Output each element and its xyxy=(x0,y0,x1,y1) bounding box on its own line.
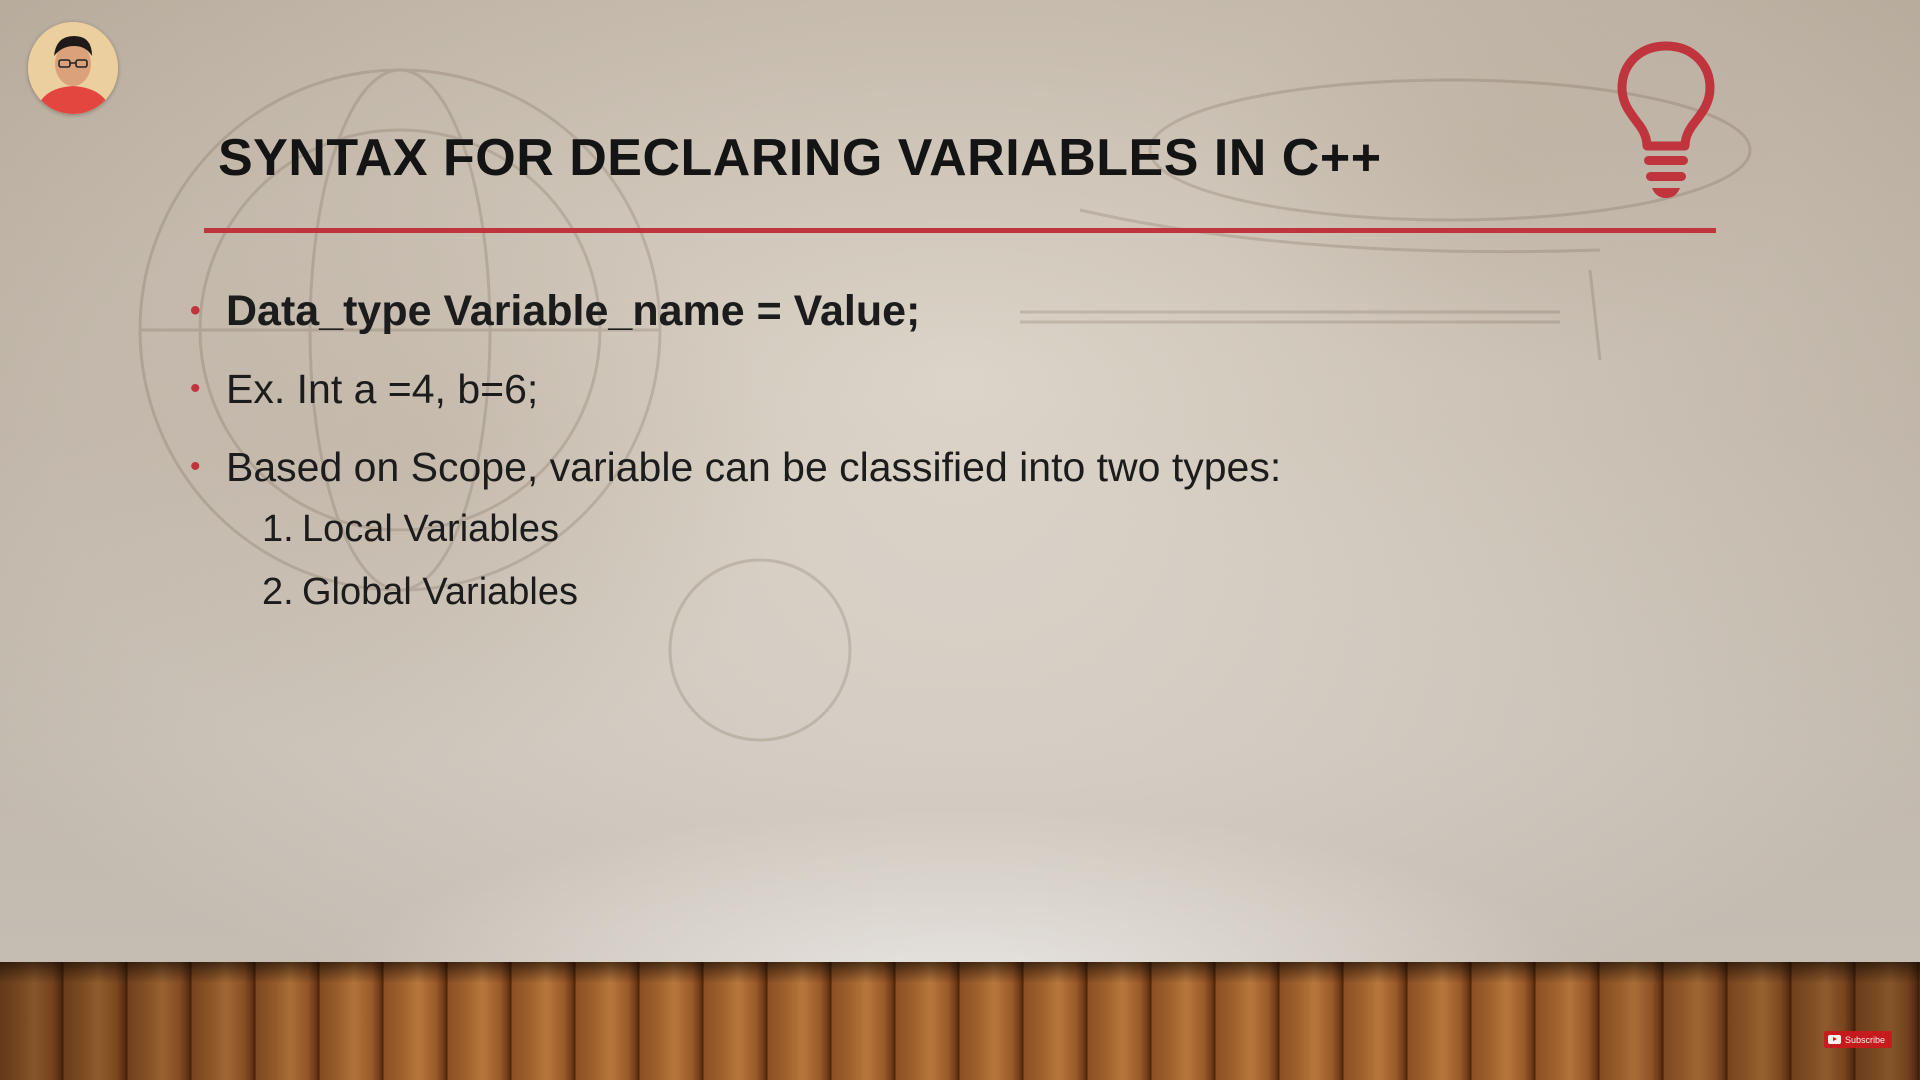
list-item-global-variables: 2. Global Variables xyxy=(262,561,578,624)
background-sketch xyxy=(138,68,1752,742)
list-text: Local Variables xyxy=(302,508,560,550)
list-number: 1. xyxy=(262,508,294,550)
bullet-dot-icon: • xyxy=(190,294,201,327)
youtube-icon xyxy=(1828,1035,1841,1044)
subscribe-label: Subscribe xyxy=(1845,1034,1886,1045)
title-underline xyxy=(204,228,1716,233)
floor-shade xyxy=(0,962,1920,1080)
list-text: Global Variables xyxy=(302,571,579,613)
slide-title: SYNTAX FOR DECLARING VARIABLES IN C++ xyxy=(218,129,1382,187)
bullet-text: Data_type Variable_name = Value; xyxy=(226,286,921,335)
bullet-syntax: • Data_type Variable_name = Value; xyxy=(190,272,1281,350)
lightbulb-icon xyxy=(1617,41,1715,198)
subscribe-button[interactable]: Subscribe xyxy=(1824,1031,1893,1048)
slide-background xyxy=(0,0,1920,962)
bullet-text: Based on Scope, variable can be classifi… xyxy=(226,443,1282,490)
presenter-avatar-icon xyxy=(28,22,118,114)
presenter-avatar xyxy=(28,22,118,114)
list-number: 2. xyxy=(262,571,294,613)
list-item-local-variables: 1. Local Variables xyxy=(262,498,578,561)
bullet-dot-icon: • xyxy=(190,450,201,483)
bullet-scope: • Based on Scope, variable can be classi… xyxy=(190,428,1281,506)
bullet-text: Ex. Int a =4, b=6; xyxy=(226,365,539,412)
bullet-example: • Ex. Int a =4, b=6; xyxy=(190,350,1281,428)
wooden-floor xyxy=(0,962,1920,1080)
variable-types-list: 1. Local Variables 2. Global Variables xyxy=(262,498,578,624)
bullet-list: • Data_type Variable_name = Value; • Ex.… xyxy=(190,272,1281,506)
bullet-dot-icon: • xyxy=(190,372,201,405)
